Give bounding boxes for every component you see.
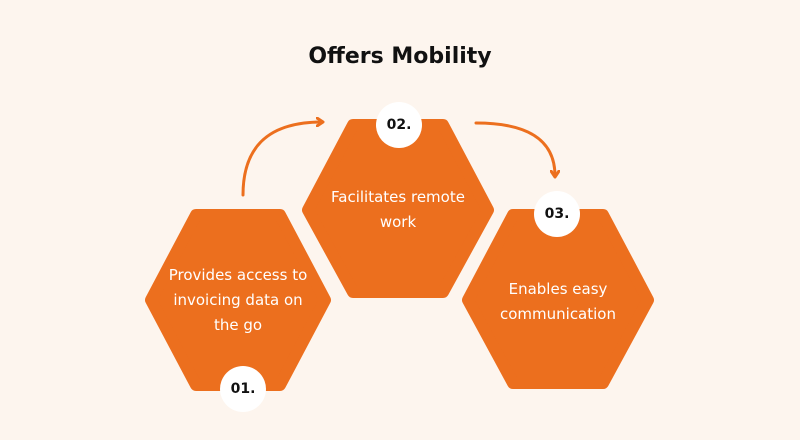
step-2-hexagon bbox=[302, 119, 494, 298]
step-1-text: Provides access to invoicing data on the… bbox=[168, 265, 308, 334]
step-2-text: Facilitates remote work bbox=[331, 188, 465, 231]
diagram-title: Offers Mobility bbox=[308, 44, 492, 69]
step-3-number-badge: 03. bbox=[534, 191, 580, 237]
step-1-hexagon bbox=[145, 209, 331, 391]
arrow-step-2-to-3 bbox=[474, 121, 555, 176]
arrow-step-1-to-2 bbox=[241, 122, 322, 197]
step-3-text: Enables easy communication bbox=[499, 280, 616, 323]
step-3-hexagon bbox=[462, 209, 654, 389]
step-2-number-badge: 02. bbox=[376, 102, 422, 148]
step-1-number-badge: 01. bbox=[220, 366, 266, 412]
